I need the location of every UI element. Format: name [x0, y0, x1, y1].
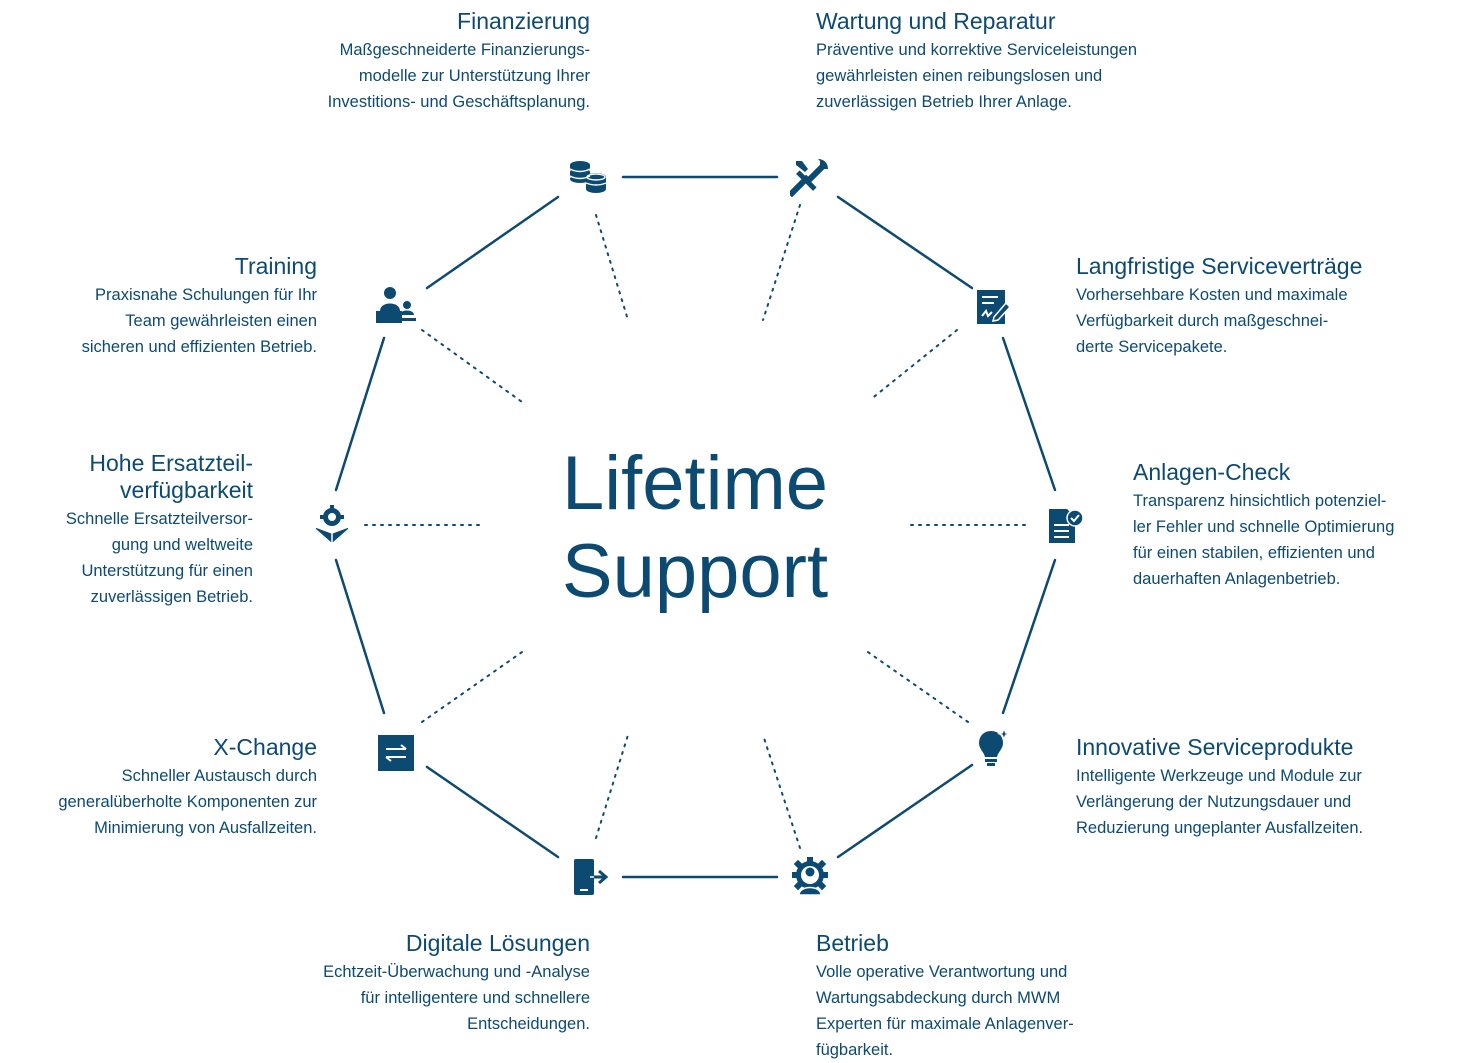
connector-xchange-ersatzteil: [334, 558, 386, 715]
checklist-icon: [1049, 509, 1084, 543]
spoke-betrieb: [762, 734, 801, 849]
item-description: Schnelle Ersatzteilversor- gung und welt…: [65, 510, 253, 606]
item-title: Betrieb: [816, 930, 889, 956]
item-training: Training Praxisnahe Schulungen für Ihr T…: [17, 253, 317, 360]
item-title: Training: [234, 253, 317, 279]
item-title: Langfristige Serviceverträge: [1076, 253, 1363, 279]
connector-training-finanzierung: [425, 195, 560, 290]
tools-icon: [790, 159, 828, 197]
contract-icon: [977, 290, 1012, 324]
digital-device-icon: [574, 859, 609, 895]
spoke-innovativ: [864, 649, 969, 723]
spoke-digital: [595, 734, 629, 839]
dotted-spokes: [364, 204, 1026, 849]
connector-ersatzteil-training: [334, 336, 386, 492]
item-xchange: X-Change Schneller Austausch durch gener…: [7, 734, 317, 841]
exchange-icon: [378, 735, 414, 771]
item-title: Hohe Ersatzteil- verfügbarkeit: [89, 450, 253, 503]
item-description: Volle operative Verantwortung und Wartun…: [816, 963, 1074, 1059]
item-check: Anlagen-Check Transparenz hinsichtlich p…: [1133, 459, 1453, 592]
item-description: Vorhersehbare Kosten und maximale Verfüg…: [1076, 286, 1348, 356]
item-innovativ: Innovative Serviceprodukte Intelligente …: [1076, 734, 1446, 841]
connector-digital-xchange: [425, 765, 560, 859]
item-title: Wartung und Reparatur: [816, 8, 1056, 34]
spoke-xchange: [421, 649, 526, 723]
center-title-line1: Lifetime: [561, 441, 829, 526]
spoke-wartung: [762, 204, 801, 321]
item-description: Transparenz hinsichtlich potenziel- ler …: [1133, 492, 1395, 588]
parts-box-icon: [315, 505, 349, 543]
center-title-line2: Support: [561, 529, 829, 614]
spoke-finanzierung: [595, 214, 629, 321]
connector-vertraege-check: [1001, 336, 1057, 492]
spoke-training: [421, 329, 523, 403]
ring-connectors: [334, 175, 1057, 879]
operator-gear-icon: [792, 857, 828, 896]
connector-innovativ-betrieb: [836, 763, 974, 859]
item-description: Schneller Austausch durch generalüberhol…: [58, 767, 317, 837]
item-finanzierung: Finanzierung Maßgeschneiderte Finanzieru…: [250, 8, 590, 115]
item-digital: Digitale Lösungen Echtzeit-Überwachung u…: [250, 930, 590, 1037]
item-title: X-Change: [213, 734, 317, 760]
item-description: Intelligente Werkzeuge und Module zur Ve…: [1076, 767, 1364, 837]
connector-wartung-vertraege: [836, 195, 974, 290]
item-ersatzteil: Hohe Ersatzteil- verfügbarkeit Schnelle …: [8, 450, 253, 610]
item-description: Präventive und korrektive Serviceleistun…: [816, 41, 1138, 111]
spoke-vertraege: [869, 329, 958, 401]
item-title: Anlagen-Check: [1133, 459, 1291, 485]
item-wartung: Wartung und Reparatur Präventive und kor…: [816, 8, 1216, 115]
item-vertraege: Langfristige Serviceverträge Vorhersehba…: [1076, 253, 1446, 360]
connector-check-innovativ: [1001, 558, 1057, 715]
item-title: Finanzierung: [457, 8, 590, 34]
item-title: Digitale Lösungen: [405, 930, 590, 956]
item-title: Innovative Serviceprodukte: [1076, 734, 1354, 760]
item-description: Maßgeschneiderte Finanzierungs- modelle …: [327, 41, 590, 111]
center-title: Lifetime Support: [500, 440, 890, 616]
item-description: Praxisnahe Schulungen für Ihr Team gewäh…: [81, 286, 317, 356]
coins-icon: [569, 161, 607, 193]
item-betrieb: Betrieb Volle operative Verantwortung un…: [816, 930, 1156, 1063]
training-icon: [376, 287, 416, 323]
lightbulb-icon: [979, 727, 1011, 766]
item-description: Echtzeit-Überwachung und -Analyse für in…: [323, 963, 590, 1033]
